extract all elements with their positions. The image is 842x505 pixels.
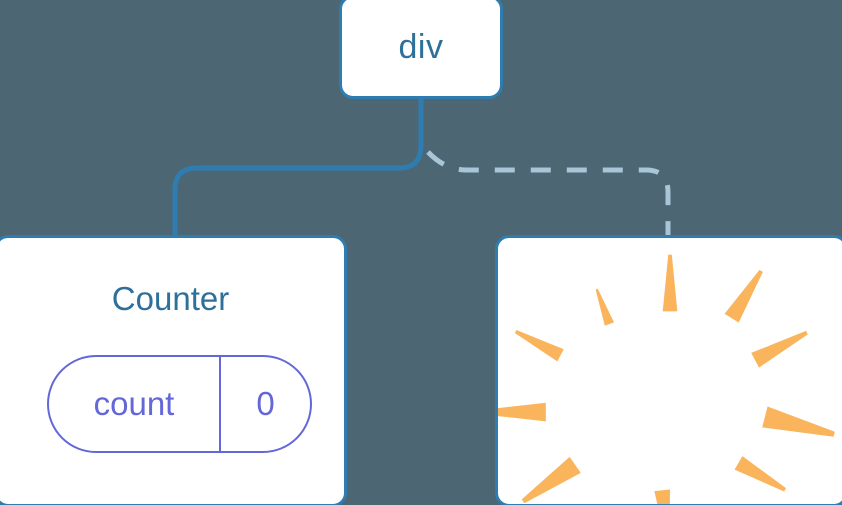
ray-s [654, 489, 671, 504]
edge-div-to-counter [172, 99, 424, 240]
node-counter-title: Counter [111, 280, 230, 317]
state-pill-value: 0 [256, 385, 275, 422]
ray-w [498, 402, 546, 422]
node-counter[interactable]: Counter count 0 [0, 235, 347, 505]
ray-ne [751, 330, 808, 368]
ray-se [734, 456, 787, 492]
sparkle-burst-icon [498, 254, 835, 504]
ray-sw [521, 456, 581, 504]
node-div-label: div [398, 28, 444, 66]
state-pill-count[interactable]: count 0 [47, 355, 312, 453]
ray-nnw [595, 288, 614, 326]
ray-e [762, 406, 835, 437]
ray-n [662, 254, 678, 312]
edge-div-to-sparkle [426, 150, 671, 240]
ray-nne [724, 269, 763, 323]
ray-nw [514, 330, 564, 362]
node-sparkle-burst[interactable] [495, 235, 842, 505]
node-div[interactable]: div [339, 0, 503, 99]
state-pill-key: count [49, 357, 221, 451]
